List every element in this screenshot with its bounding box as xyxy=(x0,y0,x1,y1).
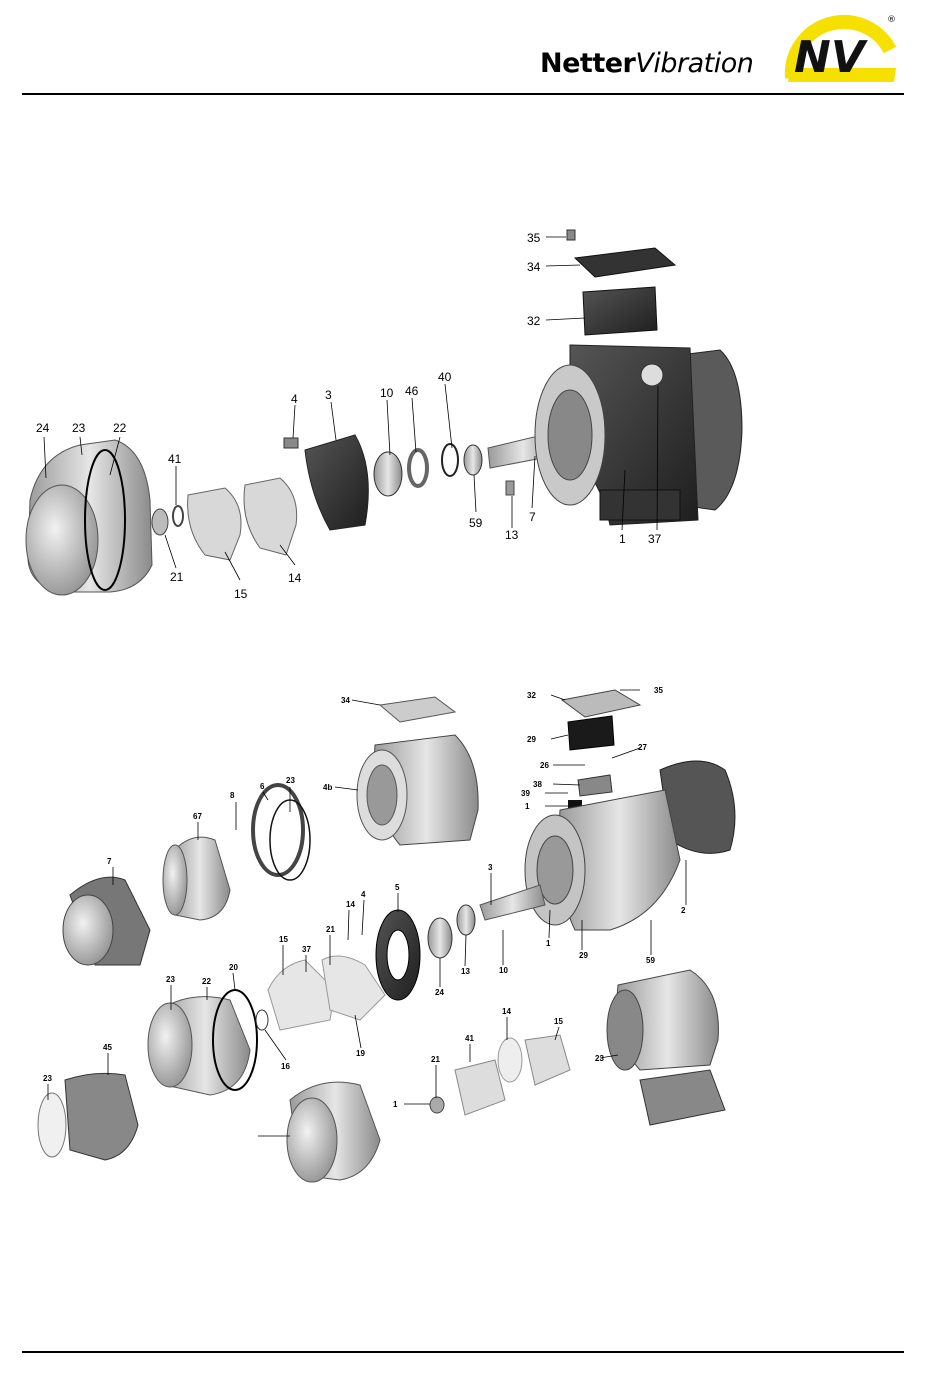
callout-bottom-23: 1 xyxy=(546,939,551,948)
part-key-top xyxy=(506,481,514,495)
callout-bottom-30: 22 xyxy=(202,977,211,986)
callout-bottom-12: 23 xyxy=(286,776,295,785)
part-screw-top xyxy=(567,230,575,240)
part-disc-19 xyxy=(498,1038,522,1082)
callout-top-15: 59 xyxy=(469,516,483,530)
callout-bottom-13: 67 xyxy=(193,812,202,821)
part-lid-right xyxy=(562,690,640,717)
callout-bottom-28: 24 xyxy=(435,988,444,997)
callout-bottom-31: 20 xyxy=(229,963,238,972)
callout-bottom-20: 15 xyxy=(279,935,288,944)
callout-bottom-25: 59 xyxy=(646,956,655,965)
part-bearing-59-top xyxy=(464,445,482,475)
part-cover-23-c xyxy=(65,1073,138,1160)
part-circlip-top xyxy=(442,444,458,476)
part-terminal-insert-top xyxy=(583,287,657,335)
part-terminal-insert xyxy=(568,716,614,750)
part-weight-14 xyxy=(322,956,385,1020)
callout-bottom-37: 21 xyxy=(431,1055,440,1064)
callout-bottom-32: 16 xyxy=(281,1062,290,1071)
callout-top-14: 14 xyxy=(288,571,302,585)
callout-bottom-41: 23 xyxy=(43,1074,52,1083)
callout-bottom-6: 38 xyxy=(533,780,542,789)
part-ring-8 xyxy=(253,785,303,875)
callout-top-10: 22 xyxy=(113,421,127,435)
callout-bottom-2: 32 xyxy=(527,691,536,700)
callout-bottom-16: 5 xyxy=(395,883,400,892)
callout-bottom-17: 4 xyxy=(361,890,366,899)
callout-bottom-38: 1 xyxy=(393,1100,398,1109)
callout-top-13: 15 xyxy=(234,587,248,601)
callout-bottom-9: 4b xyxy=(323,783,332,792)
top-exploded-view: 35 34 32 40 46 10 3 4 24 23 22 41 21 15 … xyxy=(26,230,742,601)
callout-bottom-39: 23 xyxy=(595,1054,604,1063)
callout-top-18: 1 xyxy=(619,532,626,546)
callout-bottom-35: 15 xyxy=(554,1017,563,1026)
part-terminal-block xyxy=(578,775,612,796)
callout-bottom-27: 10 xyxy=(499,966,508,975)
part-washer-top xyxy=(173,506,183,526)
callout-top-12: 21 xyxy=(170,570,184,584)
callout-top-2: 32 xyxy=(527,314,541,328)
callout-bottom-21: 37 xyxy=(302,945,311,954)
part-weight-15-top xyxy=(188,488,241,560)
callout-bottom-22: 2 xyxy=(681,906,686,915)
callout-bottom-34: 14 xyxy=(502,1007,511,1016)
part-bearing-top xyxy=(374,452,402,496)
part-lid-left xyxy=(380,697,455,722)
part-bolt-top xyxy=(284,438,298,448)
callout-bottom-11: 6 xyxy=(260,782,265,791)
callout-bottom-5: 26 xyxy=(540,761,549,770)
callout-bottom-1: 35 xyxy=(654,686,663,695)
callout-top-11: 41 xyxy=(168,452,182,466)
callout-bottom-8: 1 xyxy=(525,802,530,811)
callout-bottom-3: 29 xyxy=(527,735,536,744)
callout-top-8: 24 xyxy=(36,421,50,435)
part-housing-open xyxy=(357,735,478,845)
callout-bottom-26: 13 xyxy=(461,967,470,976)
callout-top-7: 4 xyxy=(291,392,298,406)
callout-bottom-0: 34 xyxy=(341,696,350,705)
callout-top-1: 34 xyxy=(527,260,541,274)
callout-top-19: 37 xyxy=(648,532,662,546)
callout-top-17: 7 xyxy=(529,510,536,524)
callout-bottom-33: 19 xyxy=(356,1049,365,1058)
part-weight-15-small xyxy=(455,1060,505,1115)
part-housing-top xyxy=(535,345,742,525)
callout-bottom-4: 27 xyxy=(638,743,647,752)
callout-top-3: 40 xyxy=(438,370,452,384)
part-bearing-10 xyxy=(428,918,452,958)
part-fan-45 xyxy=(38,1093,66,1157)
callout-top-4: 46 xyxy=(405,384,419,398)
callout-bottom-40: 45 xyxy=(103,1043,112,1052)
callout-bottom-19: 21 xyxy=(326,925,335,934)
callout-bottom-7: 39 xyxy=(521,789,530,798)
callout-bottom-15: 3 xyxy=(488,863,493,872)
callout-bottom-36: 41 xyxy=(465,1034,474,1043)
callout-bottom-10: 8 xyxy=(230,791,235,800)
callout-top-6: 3 xyxy=(325,388,332,402)
callout-top-5: 10 xyxy=(380,386,394,400)
callout-top-9: 23 xyxy=(72,421,86,435)
part-bearing-59 xyxy=(457,905,475,935)
part-flange-top xyxy=(305,435,368,530)
callout-top-0: 35 xyxy=(527,231,541,245)
callout-top-16: 13 xyxy=(505,528,519,542)
callout-bottom-29: 23 xyxy=(166,975,175,984)
part-ring-top xyxy=(409,450,427,486)
bottom-exploded-view: 34 35 32 29 27 26 38 39 1 4b 8 6 23 67 7… xyxy=(38,686,735,1182)
part-nut-top xyxy=(152,509,168,535)
callout-bottom-14: 7 xyxy=(107,857,112,866)
part-weight-14-top xyxy=(244,478,297,555)
part-nut-21 xyxy=(430,1097,444,1113)
part-lid-top xyxy=(575,248,675,277)
callout-bottom-24: 29 xyxy=(579,951,588,960)
callout-bottom-18: 14 xyxy=(346,900,355,909)
part-weight-14-small xyxy=(525,1035,570,1085)
